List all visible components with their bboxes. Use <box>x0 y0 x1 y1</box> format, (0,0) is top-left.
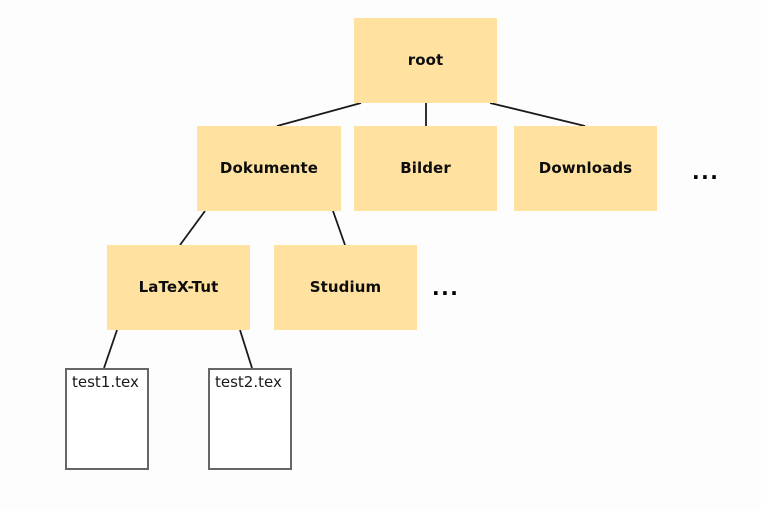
node-label: test2.tex <box>215 373 282 391</box>
ellipsis-level2: ... <box>432 276 460 300</box>
folder-node-bilder[interactable]: Bilder <box>354 126 497 211</box>
folder-node-root[interactable]: root <box>354 18 497 103</box>
folder-node-dokumente[interactable]: Dokumente <box>197 126 341 211</box>
node-label: LaTeX-Tut <box>138 277 219 296</box>
tree-edge-dokumente-to-latextut <box>179 210 206 246</box>
tree-edge-latextut-to-test1 <box>103 329 118 369</box>
file-node-test2[interactable]: test2.tex <box>208 368 292 470</box>
tree-edge-dokumente-to-studium <box>332 210 346 246</box>
folder-node-studium[interactable]: Studium <box>274 245 417 330</box>
node-label: root <box>407 50 444 69</box>
node-label: Bilder <box>400 158 451 177</box>
node-label: Downloads <box>538 158 633 177</box>
node-label: Dokumente <box>219 158 319 177</box>
folder-node-downloads[interactable]: Downloads <box>514 126 657 211</box>
ellipsis-level1: ... <box>692 160 720 184</box>
tree-edge-root-to-dokumente <box>276 102 362 127</box>
file-node-test1[interactable]: test1.tex <box>65 368 149 470</box>
tree-edge-root-to-downloads <box>489 102 586 127</box>
tree-edge-latextut-to-test2 <box>239 329 253 369</box>
folder-node-latextut[interactable]: LaTeX-Tut <box>107 245 250 330</box>
node-label: Studium <box>309 277 382 296</box>
node-label: test1.tex <box>72 373 139 391</box>
